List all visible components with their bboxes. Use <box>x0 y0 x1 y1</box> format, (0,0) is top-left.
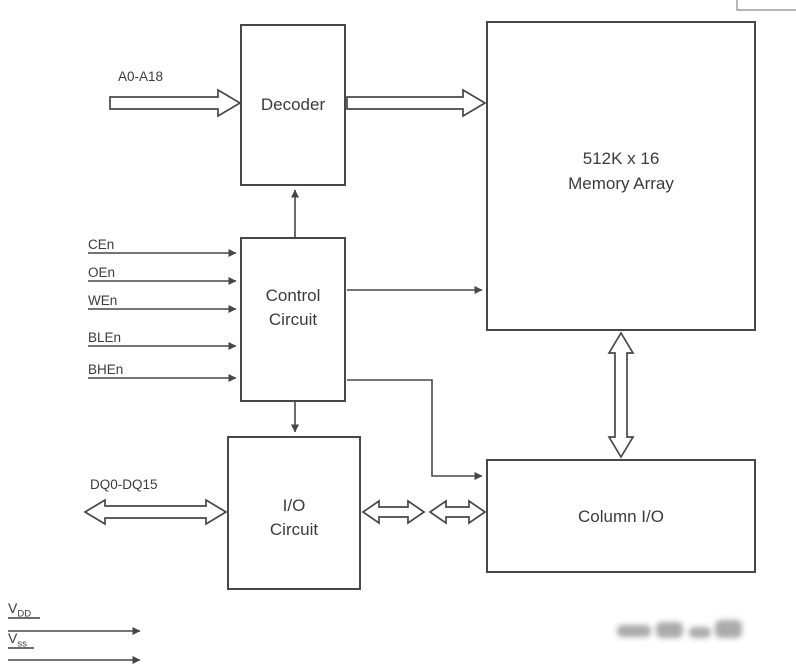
control-circuit-block <box>240 237 346 402</box>
io-to-column-arrow-left <box>361 499 426 525</box>
memory-array-block <box>486 21 756 331</box>
watermark-smudge <box>617 620 742 638</box>
smudge-blob <box>617 625 651 637</box>
decoder-block <box>240 24 346 186</box>
ce-label: CEn <box>88 237 114 252</box>
memory-to-column-arrow <box>607 331 635 459</box>
vdd-label: VDD <box>8 600 31 620</box>
memory-array-label-line2: Memory Array <box>568 174 674 193</box>
decoder-label: Decoder <box>261 95 326 114</box>
column-io-label: Column I/O <box>578 507 664 526</box>
we-label: WEn <box>88 293 117 308</box>
cropped-corner-artifact <box>736 0 796 11</box>
decoder-to-memory-arrow <box>346 88 487 118</box>
ble-label: BLEn <box>88 330 121 345</box>
address-bus-arrow <box>109 88 242 118</box>
smudge-blob <box>715 620 742 638</box>
smudge-blob <box>656 622 683 638</box>
smudge-blob <box>689 627 711 638</box>
io-circuit-block <box>227 436 361 590</box>
control-to-column-wire <box>347 379 483 480</box>
control-circuit-label-line1: Control <box>266 286 321 305</box>
control-circuit-label-line2: Circuit <box>269 310 317 329</box>
io-circuit-label-line2: Circuit <box>270 520 318 539</box>
address-bus-label: A0-A18 <box>118 69 163 84</box>
memory-array-label-line1: 512K x 16 <box>583 149 660 168</box>
vss-label: Vss <box>8 630 27 650</box>
data-bus-label: DQ0-DQ15 <box>90 477 158 492</box>
io-circuit-label-line1: I/O <box>283 496 306 515</box>
column-io-block <box>486 459 756 573</box>
io-to-column-arrow-right <box>428 499 487 525</box>
oe-label: OEn <box>88 265 115 280</box>
bhe-label: BHEn <box>88 362 123 377</box>
data-bus-arrow <box>83 498 228 526</box>
